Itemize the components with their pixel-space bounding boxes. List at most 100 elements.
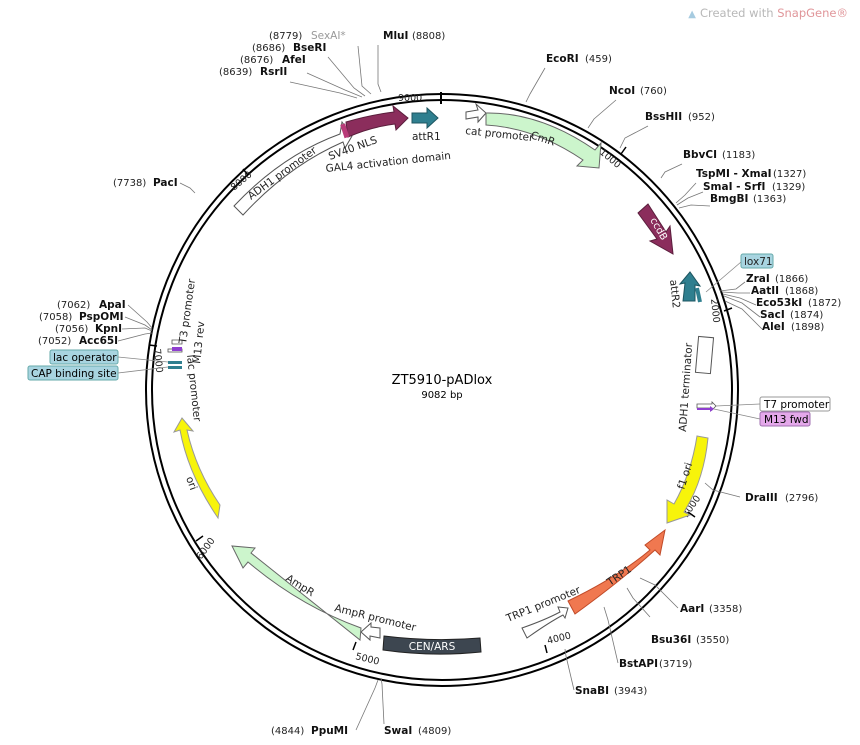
site-bbvci-pos: (1183) — [722, 150, 755, 161]
site-kpni-pos: (7056) — [55, 324, 88, 335]
m13-rev-marker[interactable] — [172, 347, 182, 351]
site-bsshii-pos: (952) — [688, 112, 715, 123]
site-snabi-pos: (3943) — [614, 686, 647, 697]
site-afei-pos: (8676) — [240, 55, 273, 66]
site-saci-name: SacI — [760, 309, 785, 321]
ampr-promoter-arrow[interactable] — [360, 621, 381, 642]
site-tspmi-name: TspMI - XmaI — [696, 168, 772, 180]
m13-fwd-marker[interactable] — [697, 406, 714, 412]
lac-operator-marker[interactable] — [168, 361, 182, 364]
site-apai-pos: (7062) — [57, 300, 90, 311]
site-sexai-pos: (8779) — [269, 31, 302, 42]
cen-ars-label: CEN/ARS — [409, 641, 456, 653]
site-ecori-pos: (459) — [585, 54, 612, 65]
m13-rev-label: M13 rev — [191, 321, 207, 365]
site-snabi-name: SnaBI — [575, 685, 609, 697]
tick-mark-2000 — [723, 307, 733, 312]
site-afei-name: AfeI — [282, 54, 306, 66]
plasmid-length: 9082 bp — [421, 390, 462, 401]
ori-arrow[interactable] — [172, 417, 221, 520]
cap-leader — [117, 366, 169, 374]
watermark-text: Created with — [699, 6, 774, 20]
plasmid-name: ZT5910-pADlox — [392, 373, 493, 388]
lox71-marker[interactable] — [695, 287, 702, 303]
gal4-ad-arrow[interactable] — [345, 104, 409, 138]
tick-mark-5000 — [352, 641, 357, 651]
site-bmgbi-name: BmgBI — [710, 193, 748, 205]
cmr-arrow[interactable] — [485, 112, 602, 169]
lox71-box[interactable] — [740, 253, 774, 269]
attr1-arrow[interactable] — [411, 106, 439, 130]
site-eco53ki-name: Eco53kI — [756, 297, 802, 309]
trp1-promoter-arrow[interactable] — [521, 606, 569, 639]
cap-site-marker[interactable] — [168, 366, 182, 369]
attr2-label: attR2 — [667, 279, 682, 309]
site-bsshii-name: BssHII — [645, 111, 682, 123]
site-bmgbi-pos: (1363) — [753, 194, 786, 205]
lac-operator-leader — [117, 356, 169, 363]
attr1-label: attR1 — [412, 131, 441, 143]
trp1-label: TRP1 — [604, 564, 634, 589]
tick-mark-1000 — [620, 146, 627, 155]
site-bstapi-name: BstAPI — [619, 658, 658, 670]
adh1-terminator-box[interactable] — [694, 335, 715, 375]
site-alei-pos: (1898) — [791, 322, 824, 333]
site-kpni-name: KpnI — [95, 323, 122, 335]
site-smai-name: SmaI - SrfI — [703, 181, 765, 193]
trp1-arrow[interactable] — [567, 528, 666, 615]
site-swai-name: SwaI — [384, 725, 412, 737]
site-draiii-name: DraIII — [745, 492, 778, 504]
site-alei-name: AleI — [762, 321, 785, 333]
lac-operator-label: lac operator — [53, 352, 117, 364]
site-paci-name: PacI — [153, 177, 178, 189]
lox71-leader — [705, 261, 742, 293]
t7-promoter-label: T7 promoter — [763, 399, 830, 411]
site-pspomi-name: PspOMI — [79, 311, 124, 323]
attr2-arrow[interactable] — [678, 271, 702, 302]
site-ncoi-name: NcoI — [609, 85, 635, 97]
cap-binding-label: CAP binding site — [31, 368, 117, 380]
site-rsrii-pos: (8639) — [219, 67, 252, 78]
tick-label-4000: 4000 — [546, 630, 572, 647]
site-swai-pos: (4809) — [418, 726, 451, 737]
snapgene-logo-icon: ▲ — [688, 9, 696, 20]
tick-label-1000: 1000 — [597, 147, 623, 171]
f1-ori-arrow[interactable] — [666, 435, 709, 524]
snapgene-watermark: ▲Created with SnapGene® — [688, 6, 848, 20]
tick-mark-3000 — [687, 511, 696, 518]
site-mlui-pos: (8808) — [412, 31, 445, 42]
tick-label-2000: 2000 — [708, 298, 721, 323]
sv40-nls-marker[interactable] — [340, 123, 350, 139]
site-saci-pos: (1874) — [790, 310, 823, 321]
site-ncoi-pos: (760) — [640, 86, 667, 97]
ori-label: ori — [183, 475, 199, 492]
site-aari-name: AarI — [680, 603, 704, 615]
site-bseri-name: BseRI — [293, 42, 326, 54]
cat-promoter-arrow[interactable] — [465, 102, 487, 124]
site-sexai-name: SexAI* — [311, 30, 346, 42]
cen-ars-bar[interactable] — [382, 635, 482, 655]
adh1-promoter-label: ADH1 promoter — [246, 144, 320, 202]
adh1-promoter-arrow[interactable] — [233, 120, 353, 216]
tick-label-5000: 5000 — [354, 651, 380, 668]
site-bseri-pos: (8686) — [252, 43, 285, 54]
site-ppumi-pos: (4844) — [271, 726, 304, 737]
site-zrai-name: ZraI — [746, 273, 770, 285]
t3-promoter-marker[interactable] — [171, 339, 183, 345]
site-mlui-name: MluI — [383, 30, 408, 42]
ccdb-arrow[interactable] — [637, 203, 674, 255]
site-bsu36i-name: Bsu36I — [651, 634, 691, 646]
site-acc65i-pos: (7052) — [38, 336, 71, 347]
site-ecori-name: EcoRI — [546, 53, 579, 65]
site-draiii-pos: (2796) — [785, 493, 818, 504]
site-paci-pos: (7738) — [113, 178, 146, 189]
scale-ticks — [148, 146, 733, 654]
tick-mark-4000 — [544, 644, 548, 654]
site-eco53ki-pos: (1872) — [808, 298, 841, 309]
tick-mark-8000 — [242, 168, 249, 176]
watermark-brand: SnapGene® — [777, 6, 848, 20]
t7-leader — [715, 403, 761, 407]
ampr-arrow[interactable] — [231, 545, 362, 641]
site-smai-pos: (1329) — [772, 182, 805, 193]
